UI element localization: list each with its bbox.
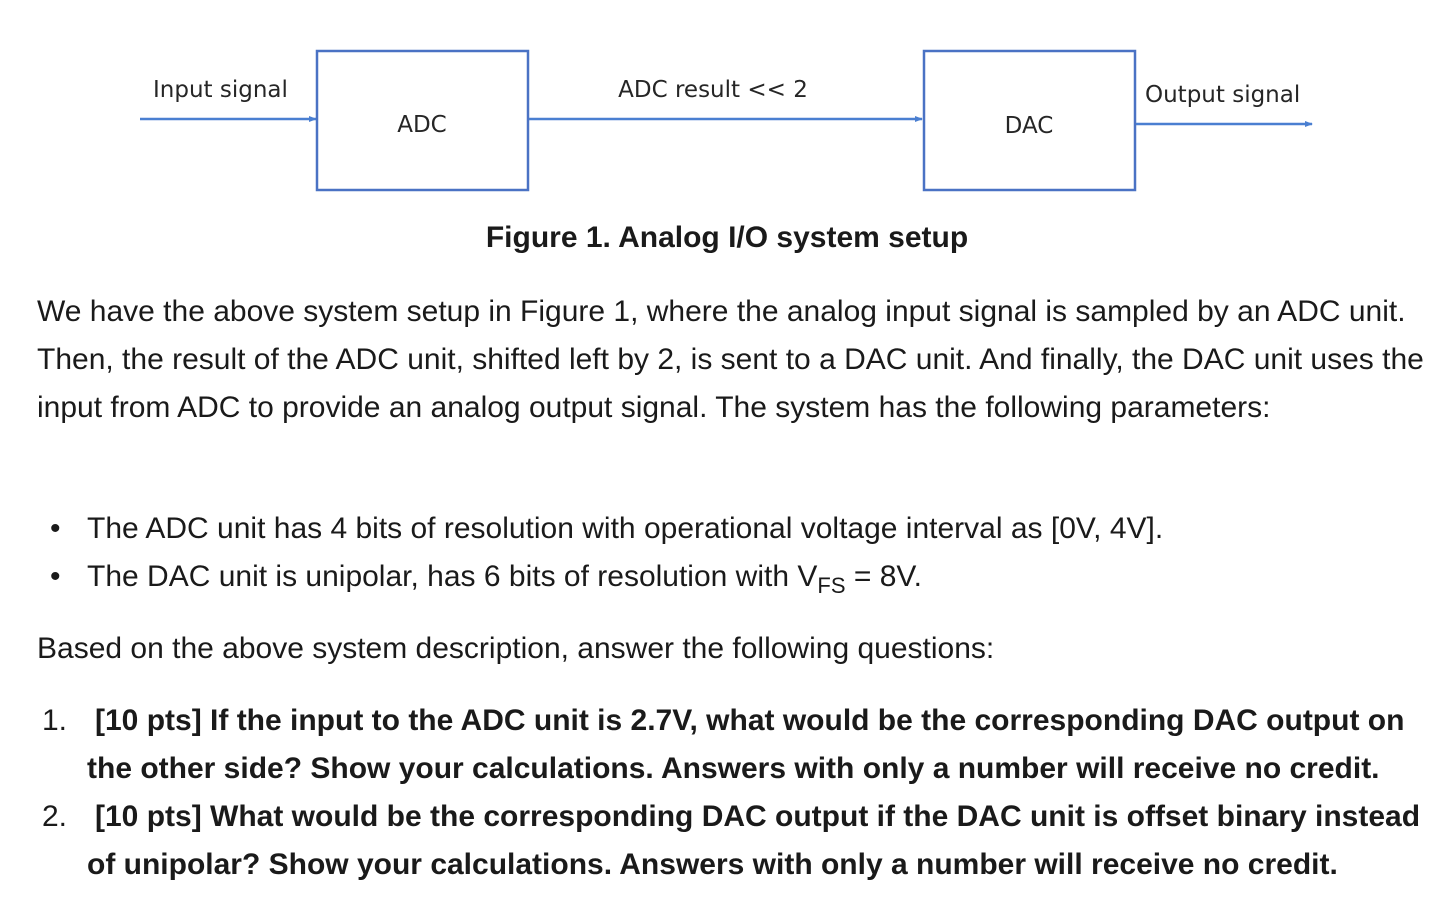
parameter-item: • The ADC unit has 4 bits of resolution …	[0, 505, 1163, 553]
parameter-text: The DAC unit is unipolar, has 6 bits of …	[87, 560, 818, 593]
question-number: 1.	[42, 704, 68, 737]
question-points: [10 pts]	[95, 704, 202, 737]
question-list: 1. [10 pts] If the input to the ADC unit…	[0, 697, 1432, 889]
figure-caption: Figure 1. Analog I/O system setup	[485, 221, 969, 254]
parameter-text-end: = 8V.	[845, 560, 922, 593]
question-number: 2.	[42, 800, 68, 833]
based-on-text: Based on the above system description, a…	[37, 632, 995, 665]
question-item: 1. [10 pts] If the input to the ADC unit…	[0, 697, 1432, 793]
dac-box	[922, 49, 1137, 192]
adc-box	[315, 49, 530, 192]
adc-result-label: ADC result << 2	[618, 77, 808, 103]
question-text: If the input to the ADC unit is 2.7V, wh…	[87, 704, 1405, 785]
parameter-list: • The ADC unit has 4 bits of resolution …	[0, 505, 1163, 603]
adc-label: ADC	[397, 112, 447, 138]
system-diagram: Input signal ADC ADC result << 2 DAC Out…	[140, 49, 1313, 192]
question-item: 2. [10 pts] What would be the correspond…	[0, 793, 1432, 889]
bullet-icon: •	[50, 512, 61, 545]
parameter-text: The ADC unit has 4 bits of resolution wi…	[87, 512, 1164, 545]
output-signal-label: Output signal	[1145, 82, 1300, 108]
intro-paragraph: We have the above system setup in Figure…	[37, 295, 1424, 424]
question-text: What would be the corresponding DAC outp…	[87, 800, 1421, 881]
vfs-subscript: FS	[817, 573, 846, 598]
bullet-icon: •	[50, 560, 61, 593]
input-signal-label: Input signal	[153, 77, 288, 103]
dac-label: DAC	[1005, 113, 1054, 139]
question-points: [10 pts]	[95, 800, 202, 833]
parameter-item: • The DAC unit is unipolar, has 6 bits o…	[0, 553, 1163, 603]
